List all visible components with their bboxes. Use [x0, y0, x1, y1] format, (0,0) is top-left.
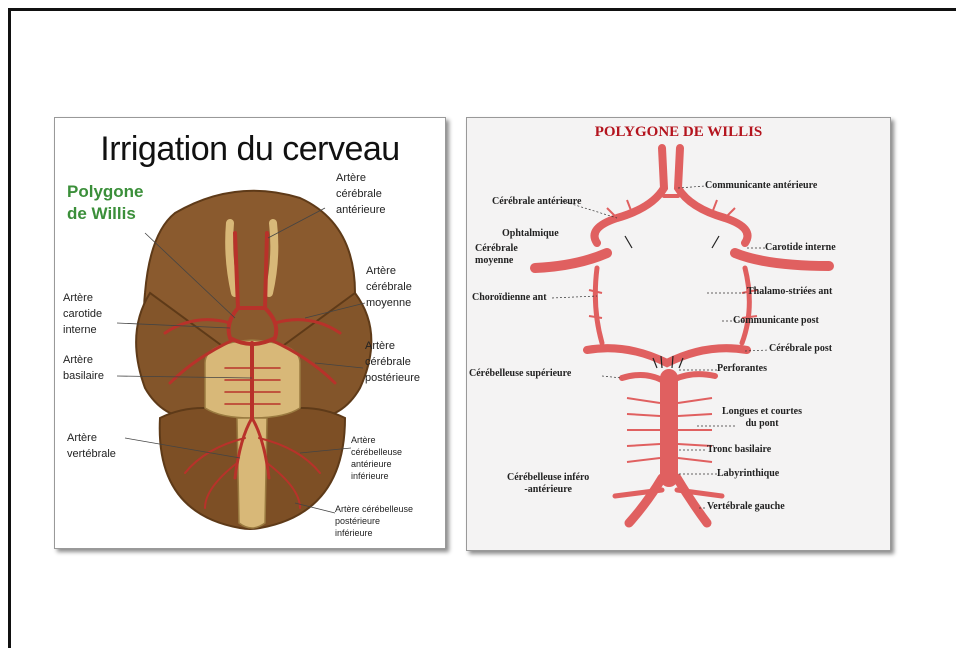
basilar-label: Artère basilaire: [63, 352, 104, 384]
label-perforantes: Perforantes: [717, 363, 767, 375]
label-com-ant: Communicante antérieure: [705, 180, 817, 192]
label-com-post: Communicante post: [733, 315, 819, 327]
pca-label: Artère cérébrale postérieure: [365, 338, 420, 386]
aica-branches: [615, 490, 722, 496]
label-cer-post: Cérébrale post: [769, 343, 832, 355]
label-thalamo: Thalamo-striées ant: [747, 286, 832, 298]
label-tronc: Tronc basilaire: [707, 444, 771, 456]
label-cerebel-sup: Cérébelleuse supérieure: [469, 368, 571, 380]
medulla: [237, 418, 267, 528]
label-cer-ant: Cérébrale antérieure: [492, 196, 582, 208]
leader-cerebel-sup: [602, 376, 622, 378]
leader-choroid: [552, 296, 597, 298]
label-carotide: Carotide interne: [765, 242, 836, 254]
willis-polygon-panel: POLYGONE DE WILLIS: [466, 117, 891, 551]
willis-label: Polygone de Willis: [67, 181, 144, 225]
mca-label: Artère cérébrale moyenne: [366, 263, 412, 311]
label-cerebel-inf: Cérébelleuse inféro -antérieure: [507, 472, 589, 496]
label-labyr: Labyrinthique: [717, 468, 779, 480]
label-choroid: Choroïdienne ant: [472, 292, 547, 304]
posterior-communicating: [595, 268, 749, 343]
pica-label: Artère cérébelleuse postérieure inférieu…: [335, 503, 413, 539]
label-ophtalmique: Ophtalmique: [502, 228, 559, 240]
middle-cerebral-right: [735, 253, 829, 266]
posterior-cerebral: [587, 348, 747, 363]
label-cer-moy: Cérébrale moyenne: [475, 243, 518, 267]
brain-irrigation-panel: Irrigation du cerveau: [54, 117, 446, 549]
ica-label: Artère carotide interne: [63, 290, 102, 338]
aca-label: Artère cérébrale antérieure: [336, 170, 386, 218]
vertebral-label: Artère vertébrale: [67, 430, 116, 462]
label-vert: Vertébrale gauche: [707, 501, 785, 513]
label-longues: Longues et courtes du pont: [722, 406, 802, 430]
aica-label: Artère cérébelleuse antérieure inférieur…: [351, 434, 402, 482]
